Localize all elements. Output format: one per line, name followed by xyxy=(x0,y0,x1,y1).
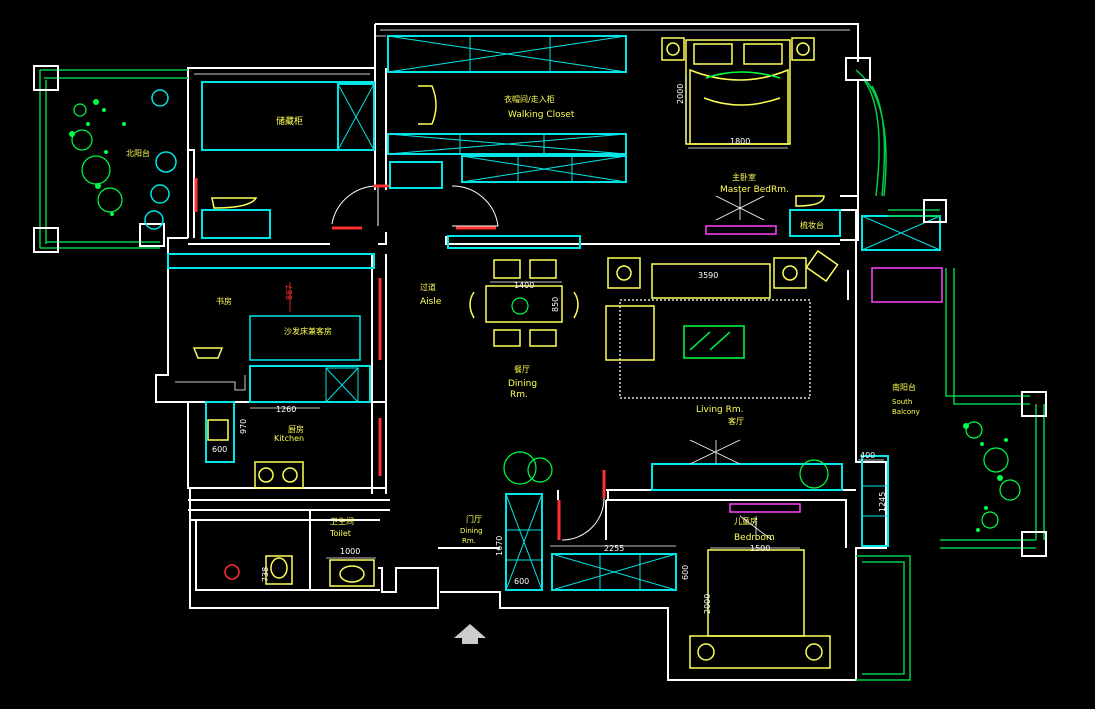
dim-toilet-depth: 738 xyxy=(261,567,270,582)
south-balcony-label-2: Balcony xyxy=(892,408,920,416)
study-label-cn: 书房 xyxy=(216,296,232,306)
dining-label: Dining xyxy=(508,379,537,389)
dim-wardrobe-depth: 600 xyxy=(681,565,690,580)
cabinet-hatching xyxy=(325,35,941,591)
south-balcony-label-cn: 南阳台 xyxy=(892,382,916,392)
kitchen-label: Kitchen xyxy=(274,434,304,443)
sofa-bed-label-cn: 沙发床兼客房 xyxy=(284,326,332,336)
balconies xyxy=(39,69,1045,681)
dim-balcony-width: 400 xyxy=(860,451,875,460)
magenta-items xyxy=(705,225,943,513)
dim-dining-table: 1400 xyxy=(514,281,534,290)
dresser-label-cn: 梳妆台 xyxy=(800,220,824,230)
dim-bed-length: 2000 xyxy=(676,84,685,104)
foyer-label-1: Dining xyxy=(460,527,483,535)
master-bedroom-label: Master BedRm. xyxy=(720,185,789,195)
master-bedroom-label-cn: 主卧室 xyxy=(732,172,756,182)
dim-balcony-depth: 1245 xyxy=(878,492,887,512)
living-label-cn: 客厅 xyxy=(728,416,744,426)
door-accents xyxy=(194,178,606,540)
dim-kitchen-counter: 1260 xyxy=(276,405,296,414)
walking-closet-label-cn: 衣帽间/走入柜 xyxy=(504,94,555,104)
toilet-label-cn: 卫生间 xyxy=(330,516,354,526)
south-balcony-label-1: South xyxy=(892,398,912,406)
kitchen-label-cn: 厨房 xyxy=(288,424,304,434)
dim-second-bed-width: 1500 xyxy=(750,544,770,553)
tv-markers xyxy=(689,192,773,541)
aisle-label-cn: 过道 xyxy=(420,282,436,292)
living-label: Living Rm. xyxy=(696,405,744,415)
dim-wardrobe: 2255 xyxy=(604,544,624,553)
aisle-label: Aisle xyxy=(420,297,442,307)
cabinet-label-cn: 储藏柜 xyxy=(276,115,303,127)
dim-study: 887 xyxy=(285,285,294,300)
dining-label-cn: 餐厅 xyxy=(514,365,530,374)
foyer-label-cn: 门厅 xyxy=(466,514,482,524)
dim-bed-width: 1800 xyxy=(730,137,750,146)
chairs-round xyxy=(144,89,240,580)
green-items xyxy=(249,71,781,361)
dim-sink: 600 xyxy=(212,445,227,454)
furniture xyxy=(192,37,839,669)
dim-second-bed-length: 2000 xyxy=(703,594,712,614)
walking-closet-label: Walking Closet xyxy=(508,110,575,120)
north-label-cn: 北阳台 xyxy=(126,148,150,158)
dim-toilet-width: 1000 xyxy=(340,547,360,556)
balcony-posts xyxy=(33,57,1047,557)
dim-dining-depth: 850 xyxy=(551,297,560,312)
plant-dots xyxy=(69,99,1008,532)
dimension-lines xyxy=(250,76,884,559)
dim-shoe-depth: 600 xyxy=(514,577,529,586)
inner-wall-lines xyxy=(175,29,850,391)
cabinets xyxy=(167,35,941,591)
dim-shoe-cabinet: 1670 xyxy=(495,536,504,556)
bedroom-label: Bedroom xyxy=(734,533,775,543)
foyer-label-2: Rm. xyxy=(462,537,476,545)
toilet-label: Toilet xyxy=(329,529,351,538)
dining-rm-label: Rm. xyxy=(510,390,528,400)
dim-sofa: 3590 xyxy=(698,271,718,280)
entry-arrow-icon xyxy=(454,624,486,644)
dim-kitchen-depth: 970 xyxy=(239,419,248,434)
